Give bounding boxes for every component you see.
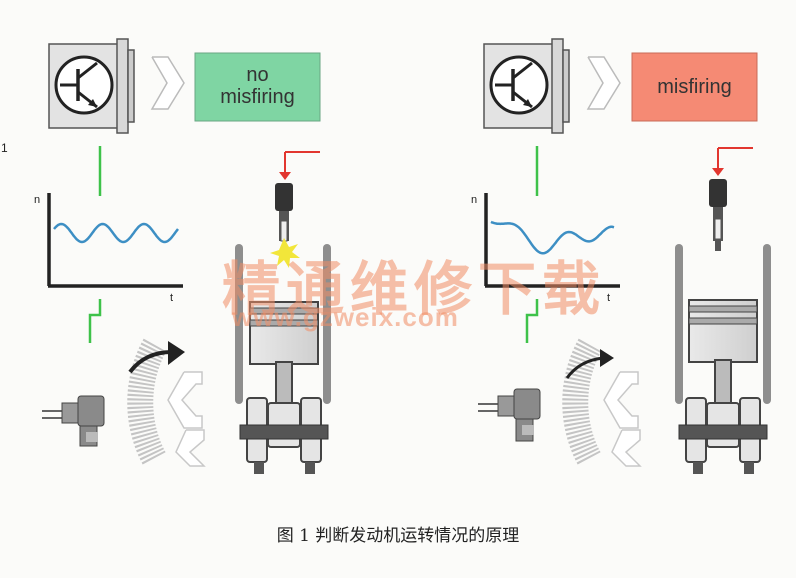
left-chart-y-label: n bbox=[34, 194, 41, 206]
right-crank-sensor bbox=[478, 388, 541, 442]
watermark-url: www.gzweix.com bbox=[232, 302, 459, 332]
left-chart-x-label: t bbox=[170, 292, 174, 304]
right-status-box bbox=[631, 52, 758, 122]
right-spark-plug bbox=[709, 179, 727, 207]
right-engine-cylinder bbox=[675, 147, 771, 474]
watermark-text: 精通维修下载 bbox=[222, 255, 607, 323]
left-engine-cylinder bbox=[235, 151, 331, 474]
left-speed-chart bbox=[47, 193, 183, 288]
right-input-arrow bbox=[603, 371, 639, 429]
right-status-label: misfiring bbox=[657, 76, 732, 98]
right-ecu-module bbox=[483, 38, 570, 134]
left-spark-plug bbox=[275, 183, 293, 211]
right-input-arrow-2 bbox=[611, 429, 642, 467]
transistor-icon bbox=[489, 55, 549, 115]
left-wave bbox=[53, 222, 179, 244]
right-reluctor-wheel bbox=[562, 338, 614, 467]
transistor-icon bbox=[54, 55, 114, 115]
figure-caption: 图 1 判断发动机运转情况的原理 bbox=[276, 526, 520, 546]
right-wave bbox=[490, 220, 615, 255]
right-chart-y-label: n bbox=[471, 194, 478, 206]
left-output-arrow bbox=[150, 56, 185, 110]
left-crank-sensor bbox=[42, 395, 105, 447]
left-input-arrow bbox=[167, 371, 203, 429]
right-speed-chart bbox=[484, 193, 620, 288]
left-ecu-module bbox=[48, 38, 135, 134]
left-status-box bbox=[194, 52, 321, 122]
left-spark-burst bbox=[270, 238, 300, 268]
right-output-arrow bbox=[586, 56, 621, 110]
left-reluctor-wheel bbox=[127, 338, 185, 467]
figure-marker: 1 bbox=[1, 141, 8, 155]
left-input-arrow-2 bbox=[175, 429, 206, 467]
left-signal-to-chart bbox=[88, 299, 102, 343]
right-chart-x-label: t bbox=[607, 292, 611, 304]
right-signal-to-chart bbox=[525, 299, 539, 343]
left-status-label: no misfiring bbox=[220, 64, 295, 108]
